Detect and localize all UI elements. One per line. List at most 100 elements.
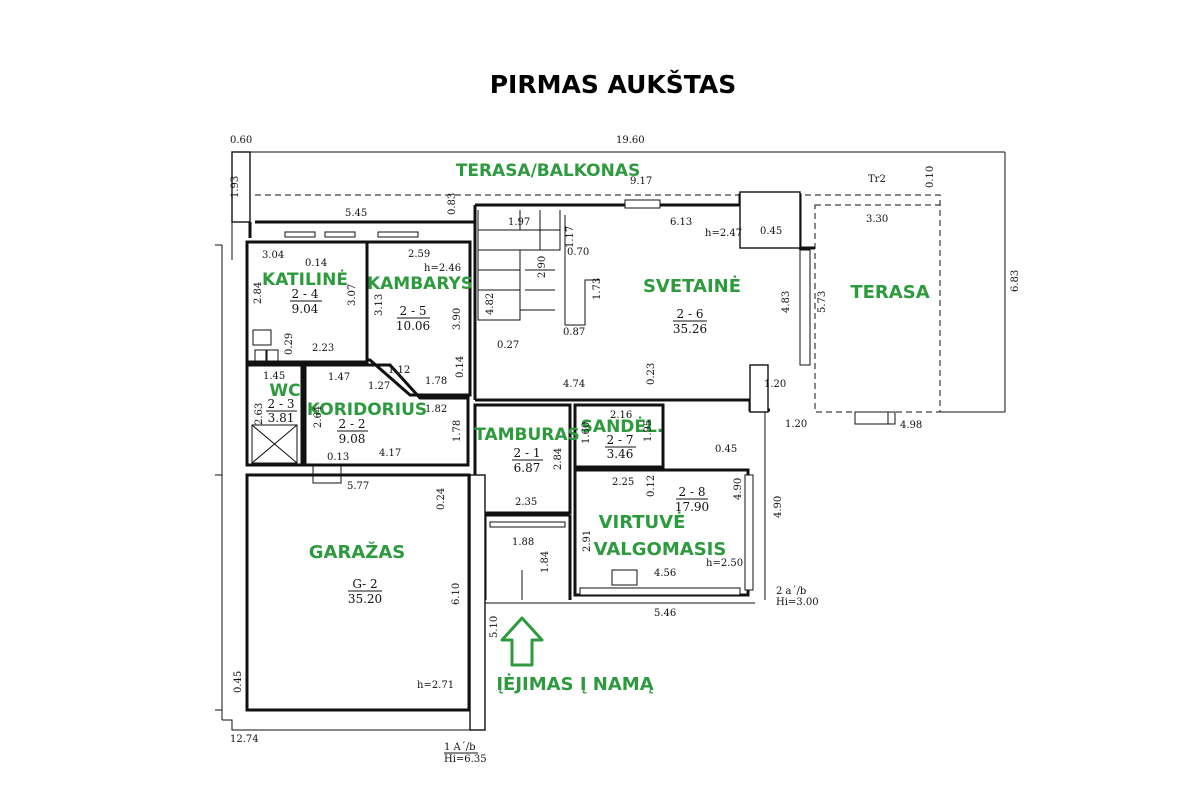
room-area: 17.90 [675,500,709,514]
terrace-step [854,411,896,425]
room-area: 35.26 [673,322,707,336]
room-area: 10.06 [396,319,430,333]
dimension-label: 1.17 [565,226,576,248]
dimension-label: 2.35 [515,497,537,508]
sandel-walls [573,403,665,469]
dimension-label: 4.56 [654,568,676,579]
wall-block [749,364,769,413]
katiline-walls [245,240,369,364]
dimension-label: 4.90 [773,496,784,518]
room-area: 35.20 [348,592,382,606]
wall-segment [231,151,251,223]
room-labels: KATILINĖ KAMBARYS WC KORIDORIUS SVETAINĖ… [262,161,930,695]
shower-cross [251,424,298,464]
dimension-label: h=2.50 [706,558,743,569]
window [489,521,566,528]
terrace-outline [814,204,941,413]
dimension-label: 0.45 [760,226,782,237]
dimension-label: 0.27 [497,340,519,351]
window [324,231,356,238]
dimension-label: 2.84 [553,448,564,470]
room-code: 2 - 6 [677,307,704,321]
room-area: 3.46 [607,447,634,461]
garage-right-wall [469,474,486,731]
dimension-label: 1.27 [368,381,390,392]
dimension-label: 9.17 [630,176,652,187]
dimension-label: 5.73 [817,291,828,313]
dimension-label: 6.13 [670,217,692,228]
dimension-label: 2 a´/b [776,586,806,597]
upper-wall [248,220,475,238]
dimension-label: 4.98 [900,420,922,431]
dimension-label: 0.29 [284,333,295,355]
dimension-label: 0.23 [646,363,657,385]
left-ticks [215,244,222,711]
room-label-wc: WC [269,381,300,401]
koridorius-walls [303,363,470,467]
entrance-arrow-icon [500,616,544,667]
dimension-label: 0.10 [925,166,936,188]
entrance-walls [483,513,572,600]
window [624,199,661,209]
room-label-terasa: TERASA [850,282,929,303]
dimension-label: 4.17 [379,448,401,459]
dimension-label: 0.70 [567,247,589,258]
dimension-label: 2.25 [612,477,634,488]
room-code: 2 - 1 [514,446,541,460]
room-label-svetaine: SVETAINĖ [643,275,741,297]
dimension-label: Hi=6.35 [444,754,487,765]
stair-lower-treads [519,250,555,311]
dimension-label: 4.83 [781,291,792,313]
room-code: G- 2 [352,577,377,591]
fixture [265,349,279,363]
dimension-label: 1.88 [512,537,534,548]
dimension-label: 1.78 [425,376,447,387]
dimension-label: 1.82 [425,404,447,415]
stair-rail [564,215,600,326]
dimension-label: 4.74 [563,379,585,390]
window [744,474,754,591]
dimension-label: 1.20 [764,379,786,390]
room-label-tamburas: TAMBURAS [474,425,580,445]
dimension-label: h=2.47 [705,228,742,239]
room-code: 2 - 3 [268,397,295,411]
dimension-label: 1.78 [452,420,463,442]
sink [252,329,272,346]
room-label-valgomasis: VALGOMASIS [594,539,727,560]
walls [215,151,1006,731]
dimension-label: Hi=3.00 [776,597,819,608]
dimension-label: 0.45 [715,444,737,455]
dimension-label: 0.14 [305,258,327,269]
dimension-label: 1.45 [263,371,285,382]
dimension-label: 4.82 [485,293,496,315]
dimension-label: h=2.46 [424,263,461,274]
dimension-label: 1.20 [785,419,807,430]
room-label-terasa-balkonas: TERASA/BALKONAS [456,161,641,181]
room-area: 3.81 [268,411,295,425]
room-code: 2 - 2 [339,417,366,431]
dimension-label: 1.93 [230,176,241,198]
dimension-label: 1.95 [643,420,654,442]
dimension-label: Tr2 [868,174,886,185]
room-area: 6.87 [514,461,541,475]
dimension-labels: 0.60 19.60 9.17 Tr2 0.10 1.93 5.45 0.83 … [230,135,1021,765]
room-codes: 2 - 4 9.04 2 - 5 10.06 2 - 3 3.81 2 - 2 … [266,287,709,606]
virtuve-walls [573,468,750,597]
dimension-label: 5.77 [347,481,369,492]
page-title: PIRMAS AUKŠTAS [490,69,737,99]
dimension-label: 1 A´/b [444,742,476,753]
dimension-label: 2.90 [537,256,548,278]
tamburas-walls [473,403,572,515]
dimension-label: 3.30 [866,214,888,225]
dimension-label: h=2.71 [417,680,454,691]
window [284,231,316,238]
dimension-label: 3.04 [262,250,284,261]
room-label-garazas: GARAŽAS [309,541,405,563]
room-area: 9.04 [292,302,319,316]
room-label-kambarys: KAMBARYS [367,274,473,294]
dimension-label: 12.74 [230,734,259,745]
room-label-virtuve: VIRTUVĖ [599,511,686,533]
dimension-label: 2.23 [312,343,334,354]
room-code: 2 - 7 [607,433,634,447]
